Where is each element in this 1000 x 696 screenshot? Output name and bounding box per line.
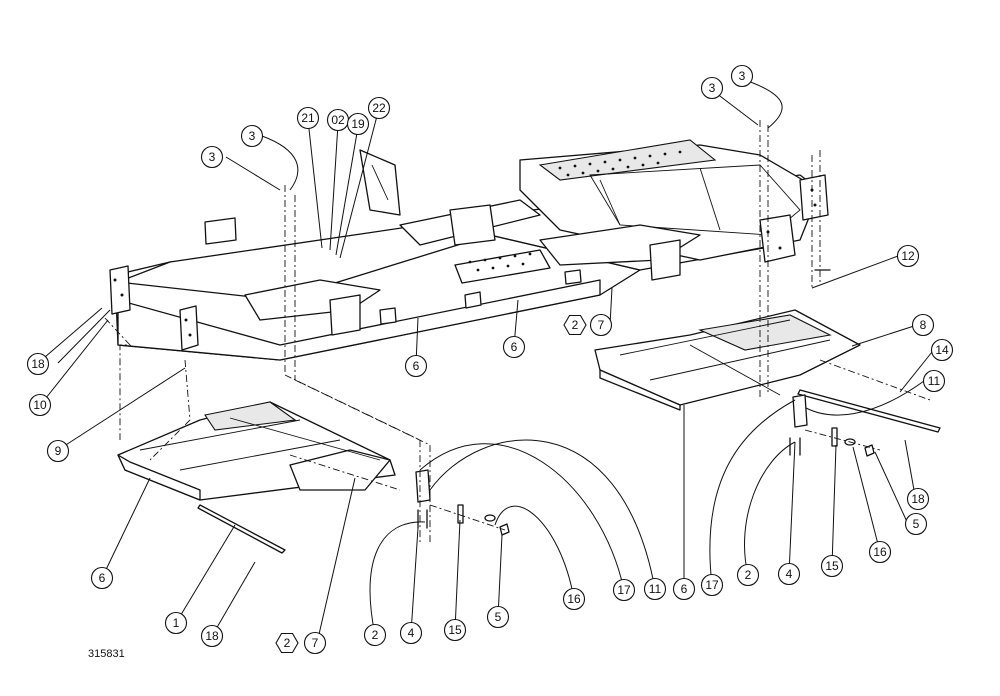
callout-label: 7: [598, 318, 605, 332]
callout-label: 5: [913, 517, 920, 531]
callout-16: 16: [562, 587, 586, 611]
drawing-number: 315831: [88, 648, 125, 660]
callout-label: 15: [825, 559, 839, 573]
callout-label: 16: [873, 545, 887, 559]
callout-label: 21: [301, 111, 315, 125]
callout-label: 4: [408, 626, 415, 640]
callout-16: 16: [868, 540, 892, 564]
callout-label: 6: [413, 359, 420, 373]
callout-18: 18: [906, 487, 930, 511]
callout-label: 3: [739, 69, 746, 83]
callout-10: 10: [28, 393, 52, 417]
callout-label: 17: [705, 578, 719, 592]
callout-label: 18: [911, 492, 925, 506]
callout-label: 6: [681, 582, 688, 596]
callout-18: 18: [200, 624, 224, 648]
callout-label: 17: [617, 583, 631, 597]
callout-label: 22: [372, 101, 386, 115]
callout-02: 02: [326, 108, 350, 132]
callout-22: 22: [367, 96, 391, 120]
right-floor-pan: [594, 309, 861, 411]
callout-6: 6: [672, 577, 696, 601]
callout-3: 3: [240, 124, 264, 148]
callout-19: 19: [346, 112, 370, 136]
assembly-lines: [104, 120, 931, 545]
callout-7: 7: [303, 631, 327, 655]
callout-11: 11: [643, 577, 667, 601]
callout-label: 18: [31, 357, 45, 371]
callout-label: 10: [33, 398, 47, 412]
callout-11: 11: [922, 369, 946, 393]
callout-12: 12: [896, 244, 920, 268]
callout-label: 16: [567, 592, 581, 606]
callout-label: 2: [372, 628, 379, 642]
callout-2: 2: [363, 623, 387, 647]
callout-6: 6: [404, 354, 428, 378]
callout-3: 3: [730, 64, 754, 88]
left-floor-pan: [117, 401, 396, 501]
main-frame: [109, 139, 829, 361]
callout-label: 3: [249, 129, 256, 143]
callout-label: 2: [745, 568, 752, 582]
callout-label: 1: [173, 616, 180, 630]
left-hardware: [415, 469, 510, 536]
callout-label: 12: [901, 249, 915, 263]
callout-label: 11: [649, 582, 662, 596]
callout-1: 1: [164, 611, 188, 635]
callout-9: 9: [46, 439, 70, 463]
callout-6: 6: [502, 335, 526, 359]
callout-8: 8: [911, 313, 935, 337]
leader-lines: [37, 78, 933, 644]
callout-label: 8: [920, 318, 927, 332]
right-step-strip: [797, 389, 941, 433]
right-hardware: [789, 269, 875, 457]
callout-label: 6: [99, 571, 106, 585]
callout-3: 3: [200, 145, 224, 169]
callout-label: 18: [205, 629, 219, 643]
callout-label: 9: [55, 444, 62, 458]
callout-label: 19: [351, 117, 365, 131]
callout-18: 18: [26, 352, 50, 376]
callout-17: 17: [612, 578, 636, 602]
callout-label: 5: [495, 610, 502, 624]
callout-label: 7: [312, 636, 319, 650]
callout-4: 4: [777, 562, 801, 586]
callout-label: 15: [448, 623, 462, 637]
callout-5: 5: [904, 512, 928, 536]
callout-label: 3: [209, 150, 216, 164]
callout-5: 5: [486, 605, 510, 629]
left-step-strip: [197, 504, 286, 554]
callout-3: 3: [700, 76, 724, 100]
callout-17: 17: [700, 573, 724, 597]
callout-14: 14: [930, 338, 954, 362]
callout-label: 02: [331, 113, 345, 127]
callout-2: 2: [563, 314, 587, 336]
callout-label: 6: [511, 340, 518, 354]
callout-label: 11: [928, 374, 941, 388]
callout-21: 21: [296, 106, 320, 130]
callout-2: 2: [275, 632, 299, 654]
callout-7: 7: [589, 313, 613, 337]
callout-15: 15: [820, 554, 844, 578]
callout-label: 2: [284, 636, 291, 650]
callout-label: 2: [572, 318, 579, 332]
callout-2: 2: [736, 563, 760, 587]
callout-label: 14: [935, 343, 949, 357]
callout-label: 3: [709, 81, 716, 95]
callout-15: 15: [443, 618, 467, 642]
callout-4: 4: [399, 621, 423, 645]
callout-6: 6: [90, 566, 114, 590]
callout-label: 4: [786, 567, 793, 581]
